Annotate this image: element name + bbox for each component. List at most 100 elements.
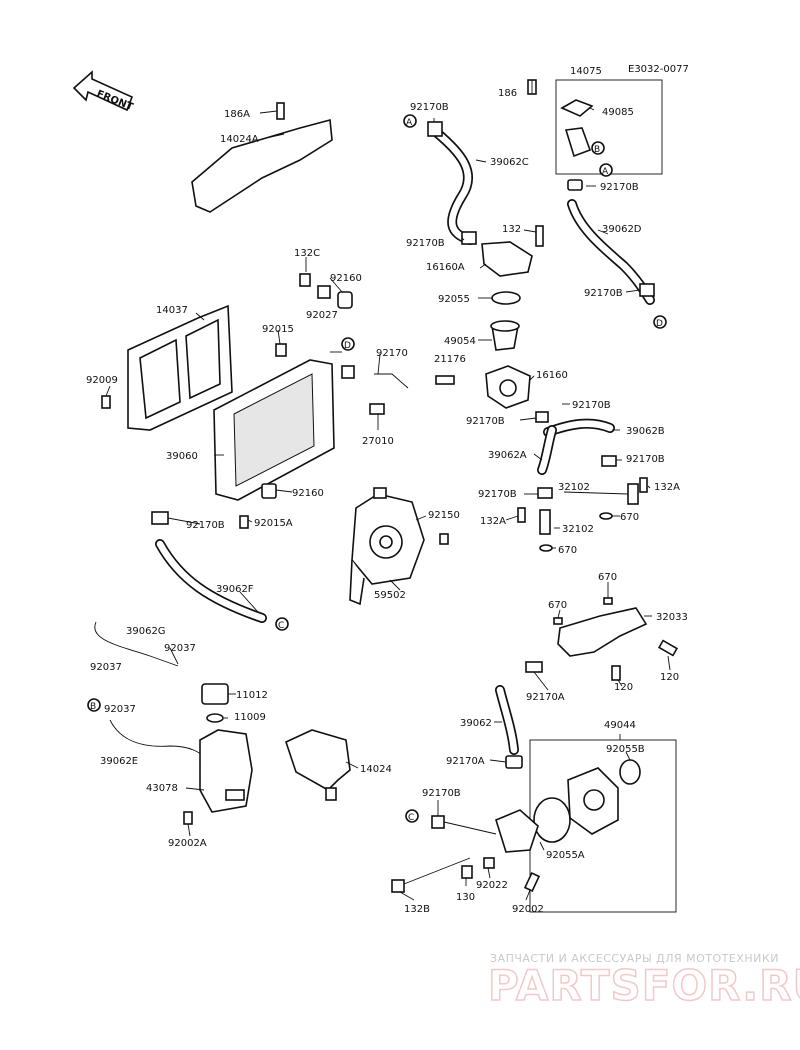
part-label-92015a: 92015A (254, 518, 293, 529)
part-label-132a: 132 (502, 224, 521, 235)
part-label-92015: 92015 (262, 324, 294, 335)
part-label-16160a: 16160A (426, 262, 465, 273)
part-label-39062f: 39062F (216, 584, 254, 595)
reservoir-cap-shape (201, 683, 229, 705)
part-label-14024a: 14024A (220, 134, 259, 145)
part-label-92170ab: 92170A (446, 756, 485, 767)
diagram-code: E3032-0077 (628, 64, 689, 75)
part-label-39062c: 39062C (490, 157, 529, 168)
part-label-21176: 21176 (434, 354, 466, 365)
part-label-39062e: 39062E (100, 756, 138, 767)
svg-text:A: A (602, 167, 609, 177)
circle-markers: A B A D D C B C (87, 114, 667, 823)
part-label-132b: 132B (404, 904, 430, 915)
svg-text:C: C (408, 813, 414, 823)
watermark-tagline: ЗАПЧАСТИ И АКСЕССУАРЫ ДЛЯ МОТОТЕХНИКИ (490, 952, 779, 965)
hose-39062f-shape (155, 539, 267, 623)
part-label-132ab: 132A (480, 516, 506, 527)
part-label-92002a: 92002A (168, 838, 207, 849)
part-shapes (94, 79, 679, 913)
marker-a-top-left: A (403, 114, 417, 128)
part-label-49085: 49085 (602, 107, 634, 118)
part-label-11012: 11012 (236, 690, 268, 701)
leader-lines (105, 80, 671, 901)
part-label-49054: 49054 (444, 336, 476, 347)
part-label-670c: 670 (598, 572, 617, 583)
marker-d-hose-end: D (653, 315, 667, 329)
guard-plate-shape (191, 118, 333, 213)
part-label-92170: 92170 (376, 348, 408, 359)
part-label-92170bc: 92170B (406, 238, 445, 249)
part-label-11009: 11009 (234, 712, 266, 723)
marker-a-cap: A (599, 163, 613, 177)
part-label-92160b: 92160 (292, 488, 324, 499)
svg-text:B: B (594, 145, 600, 155)
part-label-92002: 92002 (512, 904, 544, 915)
reservoir-bracket-shape (285, 729, 351, 791)
part-label-92160a: 92160 (330, 273, 362, 284)
part-label-14037: 14037 (156, 305, 188, 316)
svg-text:D: D (656, 319, 663, 329)
part-label-92037c: 92037 (104, 704, 136, 715)
part-label-92170be: 92170B (584, 288, 623, 299)
marker-c-hose-f: C (275, 617, 289, 631)
bolt-186a-shape (276, 102, 285, 120)
part-label-59502: 59502 (374, 590, 406, 601)
watermark-brand: PARTSFOR.RU (488, 961, 800, 1010)
part-label-92037b: 92037 (164, 643, 196, 654)
part-label-670b: 670 (558, 545, 577, 556)
part-label-92037a: 92037 (90, 662, 122, 673)
part-label-120b: 120 (614, 682, 633, 693)
part-label-92170bh: 92170B (626, 454, 665, 465)
marker-c-pump: C (405, 809, 419, 823)
marker-b-cap: B (591, 141, 605, 155)
part-label-130: 130 (456, 892, 475, 903)
part-label-670a: 670 (620, 512, 639, 523)
svg-text:D: D (344, 341, 351, 351)
part-label-92055a: 92055A (546, 850, 585, 861)
part-label-186: 186 (498, 88, 517, 99)
front-arrow-icon: FRONT (72, 70, 135, 113)
marker-d-radiator: D (341, 337, 355, 351)
part-label-92022: 92022 (476, 880, 508, 891)
part-label-39062d: 39062D (602, 224, 642, 235)
part-label-92170bb: 92170B (410, 102, 449, 113)
part-label-92055: 92055 (438, 294, 470, 305)
part-label-186a: 186A (224, 109, 250, 120)
part-label-16160: 16160 (536, 370, 568, 381)
marker-b-hose-e: B (87, 698, 101, 712)
part-label-92170bj: 92170B (422, 788, 461, 799)
part-label-39062a: 39062A (488, 450, 527, 461)
part-label-92170aa: 92170A (526, 692, 565, 703)
part-label-92170bi: 92170B (478, 489, 517, 500)
part-label-32033: 32033 (656, 612, 688, 623)
part-label-92170bg: 92170B (466, 416, 505, 427)
svg-text:B: B (90, 702, 96, 712)
part-label-92055b: 92055B (606, 744, 645, 755)
watermark: ЗАПЧАСТИ И АКСЕССУАРЫ ДЛЯ МОТОТЕХНИКИ PA… (487, 952, 800, 1011)
part-label-39062g: 39062G (126, 626, 166, 637)
part-label-32102b: 32102 (562, 524, 594, 535)
part-label-92170ba: 92170B (186, 520, 225, 531)
part-label-39062b: 39062B (626, 426, 665, 437)
part-label-92009: 92009 (86, 375, 118, 386)
part-label-39060: 39060 (166, 451, 198, 462)
part-labels: 186A14024A132C92160920271403792015920093… (86, 66, 688, 915)
part-label-27010: 27010 (362, 436, 394, 447)
svg-text:A: A (406, 118, 413, 128)
part-label-43078: 43078 (146, 783, 178, 794)
part-label-132c: 132C (294, 248, 320, 259)
part-label-49044: 49044 (604, 720, 636, 731)
part-label-132aa: 132A (654, 482, 680, 493)
part-label-92027: 92027 (306, 310, 338, 321)
svg-text:C: C (278, 621, 284, 631)
part-label-14024: 14024 (360, 764, 392, 775)
part-label-92150: 92150 (428, 510, 460, 521)
part-label-39062: 39062 (460, 718, 492, 729)
part-label-120a: 120 (660, 672, 679, 683)
pipe-32033-shape (557, 607, 648, 657)
part-label-32102a: 32102 (558, 482, 590, 493)
part-label-670d: 670 (548, 600, 567, 611)
